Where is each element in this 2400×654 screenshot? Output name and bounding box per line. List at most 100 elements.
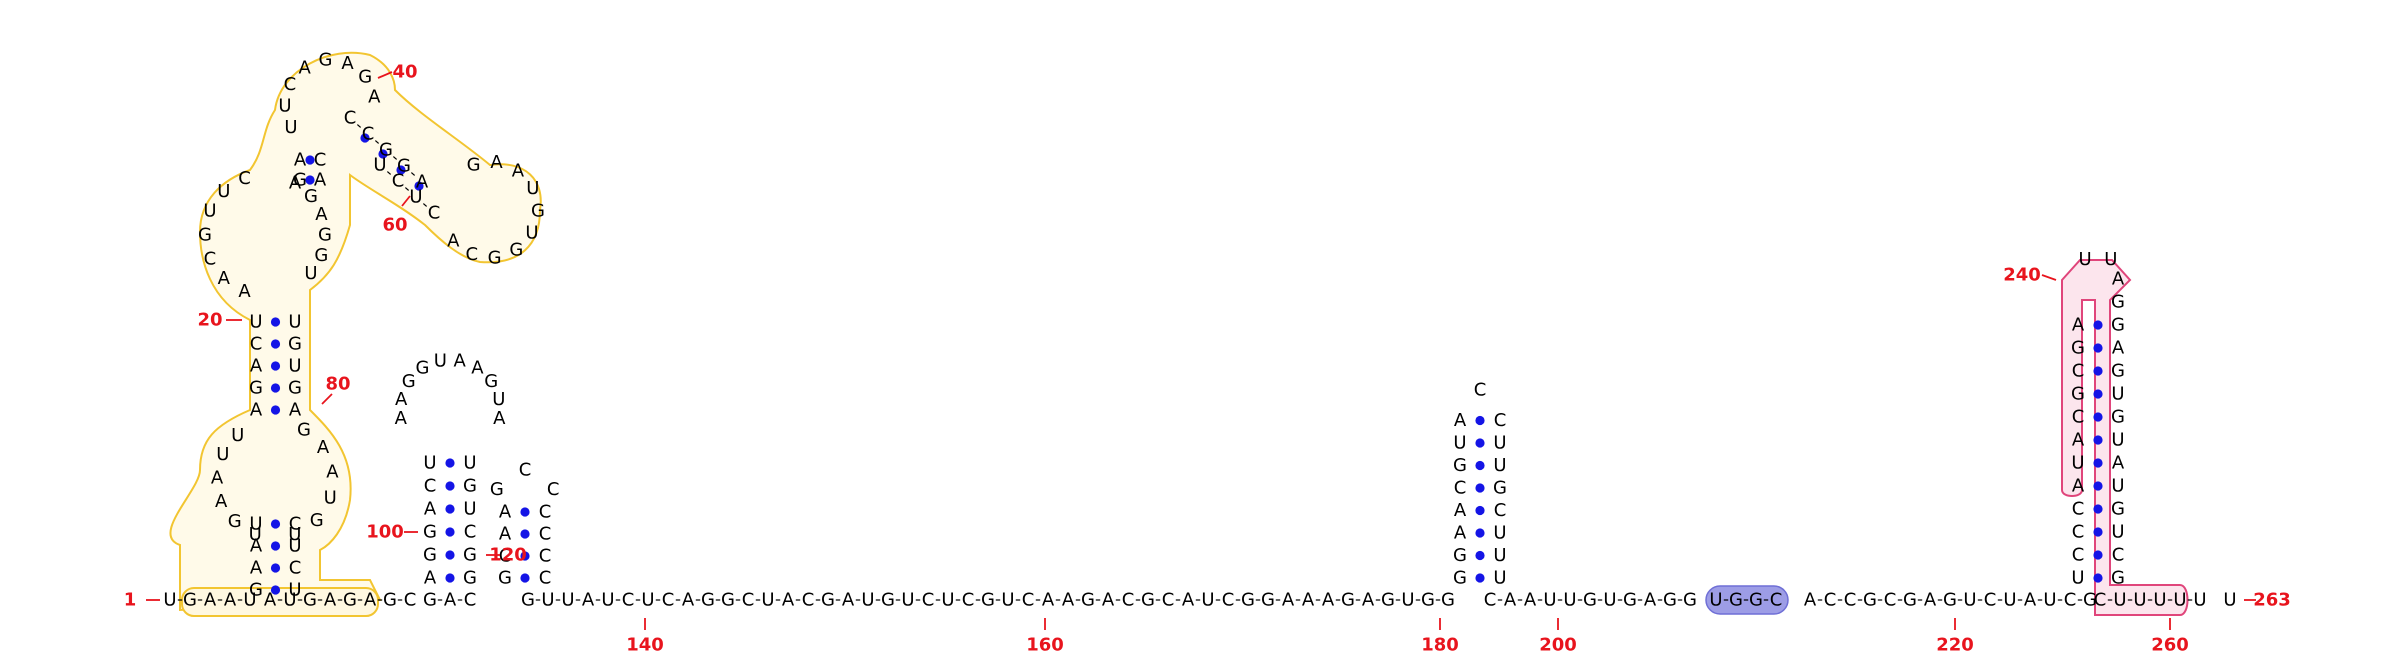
base-pair-dot xyxy=(270,585,281,595)
highlight-regions xyxy=(169,51,2189,617)
stem1-mid-right: G xyxy=(288,334,302,355)
numbering-label: 220 xyxy=(1936,635,1974,654)
base-pair-dot xyxy=(1475,505,1485,516)
stem1-upper-left: A xyxy=(294,150,307,171)
baseline-nucleotide: U xyxy=(1001,590,1014,611)
hairpin-180-right: U xyxy=(1493,433,1506,454)
hairpin-100-right: U xyxy=(463,453,476,474)
baseline-nucleotide: U xyxy=(2043,590,2056,611)
baseline-nucleotide: U xyxy=(761,590,774,611)
baseline-nucleotide: C xyxy=(1022,590,1035,611)
stem1-branch-loop: C xyxy=(466,244,479,265)
stem1-mid-right: U xyxy=(288,312,301,333)
hairpin-100-left: U xyxy=(423,453,436,474)
stem1-mid-right: G xyxy=(288,378,302,399)
baseline-nucleotide: C xyxy=(1162,590,1175,611)
baseline-nucleotide: A xyxy=(444,590,457,611)
stem1-apical-loop: A xyxy=(298,57,311,78)
stem1-apical-loop: G xyxy=(358,66,372,87)
stem1-upper-loop: G xyxy=(314,245,328,266)
baseline-nucleotide: G xyxy=(2083,590,2097,611)
baseline-nucleotide: U xyxy=(243,590,256,611)
hairpin-100-right: G xyxy=(463,568,477,589)
baseline-nucleotide: U xyxy=(2193,590,2206,611)
stem1-internal-loop: A xyxy=(326,461,339,482)
baseline-nucleotide: A xyxy=(224,590,237,611)
stem1-upper-loop: A xyxy=(238,281,251,302)
baseline-nucleotide: G xyxy=(1863,590,1877,611)
backbone-bond xyxy=(356,124,362,128)
backbone-bond xyxy=(404,187,410,191)
stem1-branch: A xyxy=(416,172,429,193)
baseline-nucleotide: C xyxy=(922,590,935,611)
base-pair-dot xyxy=(2093,550,2103,560)
stem1-apical-loop: A xyxy=(341,53,354,74)
numbering-label: 120 xyxy=(489,545,527,566)
stem1-internal-loop: A xyxy=(317,437,330,458)
stem1-upper-loop: A xyxy=(289,173,302,194)
hairpin-100-loop: U xyxy=(434,350,447,371)
base-pair-dot xyxy=(1475,438,1485,448)
baseline-nucleotide: U xyxy=(941,590,954,611)
base-pair-dot xyxy=(270,361,281,371)
hairpin-180-left: G xyxy=(1453,545,1467,566)
stem1-upper-loop: G xyxy=(304,186,318,207)
hairpin-180-right: U xyxy=(1493,545,1506,566)
stem1-internal-loop: A xyxy=(211,467,224,488)
baseline-nucleotide: G xyxy=(981,590,995,611)
base-pair-dot xyxy=(270,563,281,573)
baseline-nucleotide: C xyxy=(1884,590,1897,611)
baseline-nucleotide: U xyxy=(1401,590,1414,611)
stem1-lower-left: G xyxy=(249,580,263,601)
hairpin-240-right: A xyxy=(2112,453,2125,474)
hairpin-180-right: U xyxy=(1493,523,1506,544)
number-tick xyxy=(2041,274,2057,281)
baseline-nucleotide: G xyxy=(1683,590,1697,611)
base-pair-dot xyxy=(270,541,281,551)
hairpin-120-left: G xyxy=(498,568,512,589)
hairpin-240-left: A xyxy=(2072,315,2085,336)
base-pair-dot xyxy=(2093,412,2103,422)
stem1-upper-loop: U xyxy=(203,201,216,222)
baseline-nucleotide: G xyxy=(1081,590,1095,611)
hairpin-100-left: G xyxy=(423,545,437,566)
number-tick xyxy=(377,71,393,79)
baseline-nucleotide: U xyxy=(2153,590,2166,611)
stem1-mid-right: A xyxy=(289,400,302,421)
hairpin-180-left: A xyxy=(1454,523,1467,544)
baseline-nucleotide: A xyxy=(682,590,695,611)
base-pair-dot xyxy=(445,481,455,491)
stem1-apical-loop: G xyxy=(319,50,333,71)
baseline-nucleotide: U xyxy=(2133,590,2146,611)
hairpin-100-right: C xyxy=(464,522,477,543)
stem1-branch-loop: G xyxy=(509,240,523,261)
baseline-nucleotide: G xyxy=(701,590,715,611)
stem1-lower-left: A xyxy=(250,558,263,579)
backbone-lines xyxy=(177,124,2193,601)
stem1-mid-left: G xyxy=(249,378,263,399)
baseline-nucleotide: C xyxy=(1844,590,1857,611)
base-pair-dot xyxy=(520,573,530,583)
stem1-internal-loop: A xyxy=(215,491,228,512)
backbone-bond xyxy=(374,140,380,144)
baseline-nucleotide: A xyxy=(1322,590,1335,611)
stem1-upper-loop: C xyxy=(238,168,251,189)
stem1-apical-loop: C xyxy=(284,74,297,95)
numbering-label: 260 xyxy=(2151,635,2189,654)
highlighted-nucleotide: C xyxy=(1770,590,1783,611)
stem1-upper-loop: C xyxy=(204,248,217,269)
baseline-nucleotide: G xyxy=(1441,590,1455,611)
hairpin-240-left: A xyxy=(2072,476,2085,497)
hairpin-180-left: C xyxy=(1454,478,1467,499)
baseline-nucleotide: U xyxy=(601,590,614,611)
baseline-nucleotide: G xyxy=(521,590,535,611)
baseline-nucleotide: A xyxy=(204,590,217,611)
number-tick xyxy=(321,393,333,405)
hairpin-240-left: C xyxy=(2072,545,2085,566)
base-pair-dot xyxy=(270,383,281,393)
stem1-internal-loop: U xyxy=(288,524,301,545)
hairpin-120-right: C xyxy=(539,524,552,545)
baseline-nucleotide: C xyxy=(1122,590,1135,611)
